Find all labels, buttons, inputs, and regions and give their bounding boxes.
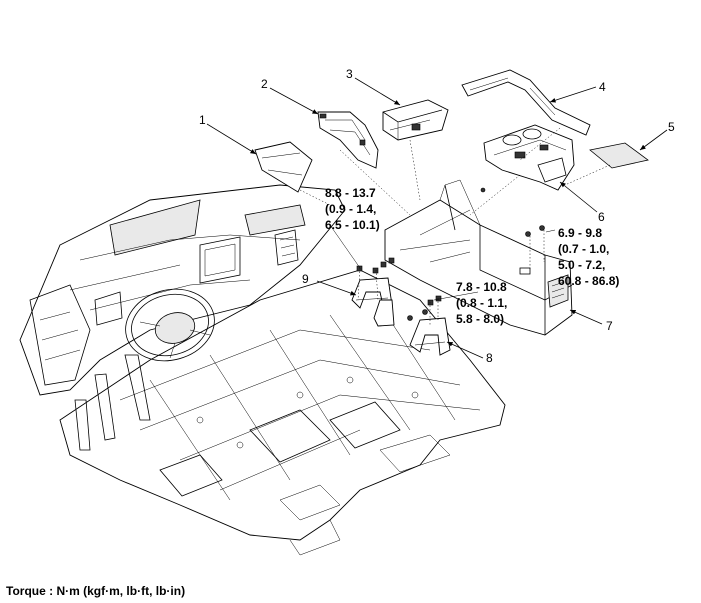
torque-spec-c-line-2: (0.8 - 1.1, [456, 296, 507, 310]
torque-spec-c: 7.8 - 10.8 (0.8 - 1.1, 5.8 - 8.0) [456, 280, 507, 326]
part-5-mat [589, 142, 649, 169]
callout-2: 2 [261, 77, 268, 91]
callout-5: 5 [668, 120, 675, 134]
torque-spec-a-line-1: 8.8 - 13.7 [325, 186, 376, 200]
callout-4: 4 [599, 80, 606, 94]
assembly-lines [299, 127, 611, 325]
torque-units-legend: Torque : N·m (kgf·m, lb·ft, lb·in) [6, 584, 186, 598]
part-4-trim-strip [461, 69, 591, 136]
callout-1: 1 [199, 113, 206, 127]
torque-spec-c-line-1: 7.8 - 10.8 [456, 280, 507, 294]
part-7-console-body [384, 179, 573, 336]
callout-9: 9 [302, 272, 309, 286]
torque-spec-b-line-4: 60.8 - 86.8) [558, 274, 619, 288]
part-9-bracket [351, 277, 395, 327]
torque-spec-a: 8.8 - 13.7 (0.9 - 1.4, 6.5 - 10.1) [325, 186, 380, 232]
instrument-panel [19, 184, 346, 451]
part-6-console-upper [483, 124, 575, 191]
callout-7: 7 [606, 319, 613, 333]
torque-spec-c-line-3: 5.8 - 8.0) [456, 312, 504, 326]
leader-lines [206, 77, 668, 359]
floor-pan [59, 269, 506, 556]
torque-spec-b: 6.9 - 9.8 (0.7 - 1.0, 5.0 - 7.2, 60.8 - … [558, 226, 619, 288]
part-1-side-trim [254, 141, 313, 193]
callout-8: 8 [486, 351, 493, 365]
callout-6: 6 [598, 210, 605, 224]
torque-spec-b-line-1: 6.9 - 9.8 [558, 226, 602, 240]
torque-spec-a-line-3: 6.5 - 10.1) [325, 218, 380, 232]
part-2-panel [317, 111, 379, 169]
part-8-bracket [409, 317, 451, 356]
part-3-box [382, 99, 449, 141]
fasteners [356, 187, 545, 321]
torque-spec-b-line-3: 5.0 - 7.2, [558, 258, 605, 272]
callout-3: 3 [346, 67, 353, 81]
torque-spec-b-line-2: (0.7 - 1.0, [558, 242, 609, 256]
torque-spec-a-line-2: (0.9 - 1.4, [325, 202, 376, 216]
